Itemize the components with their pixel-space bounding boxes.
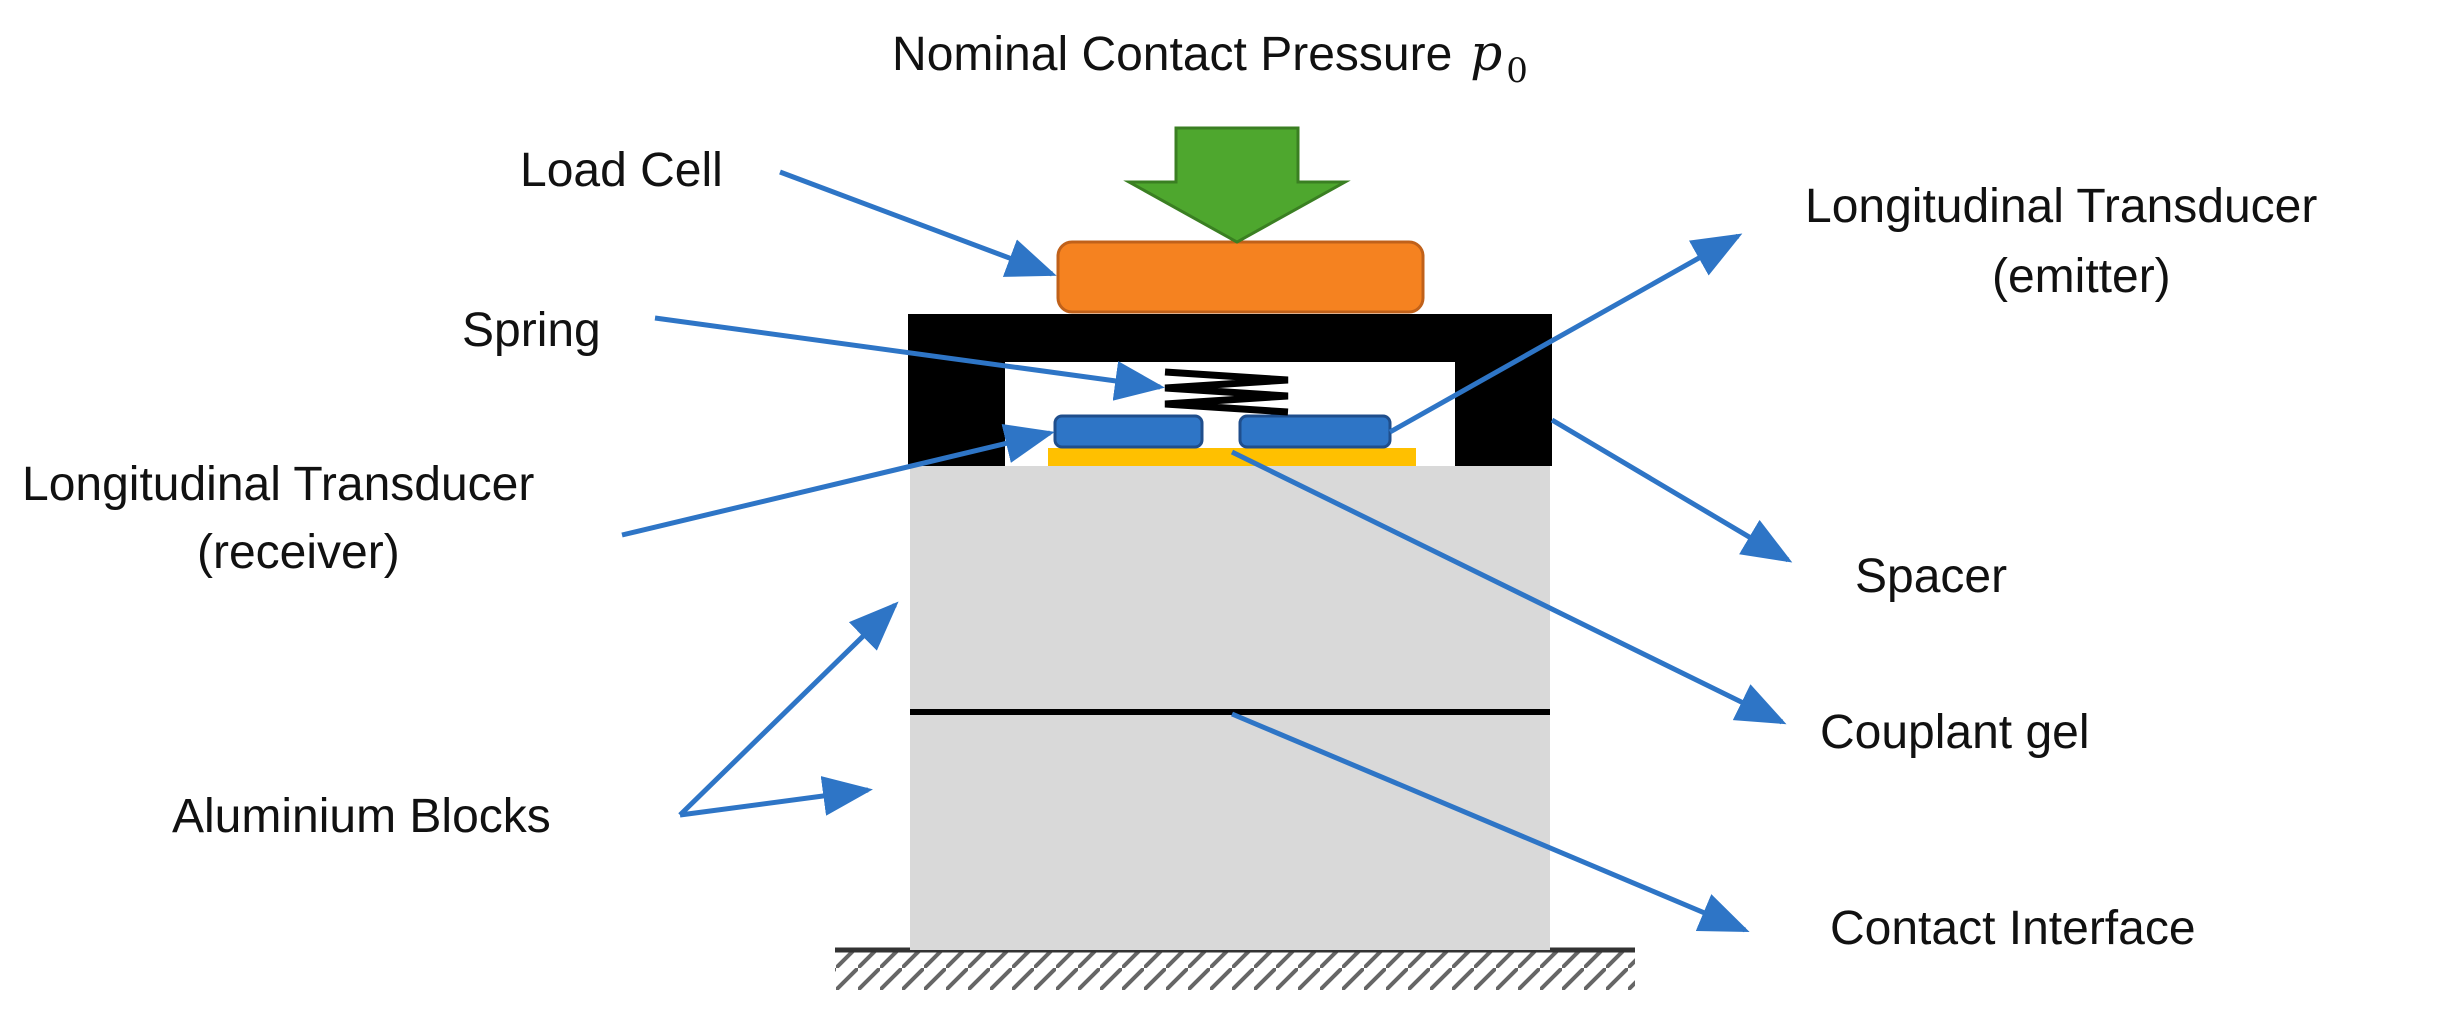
load-arrow	[1123, 126, 1351, 244]
leader-couplant-gel	[1230, 449, 1787, 725]
aluminium-block-lower	[910, 712, 1550, 950]
load-cell-label: Load Cell	[520, 144, 723, 197]
spring	[1164, 368, 1289, 416]
couplant-gel-label: Couplant gel	[1820, 706, 2090, 759]
title-label: Nominal Contact Pressure p 0	[892, 24, 1528, 91]
spacer-frame	[908, 314, 1552, 466]
spacer-label: Spacer	[1855, 550, 2007, 603]
transducer-receiver	[1053, 414, 1204, 449]
spring-label: Spring	[462, 304, 601, 357]
aluminium-blocks-label: Aluminium Blocks	[172, 790, 551, 843]
leader-aluminium-lower	[679, 776, 873, 818]
transducer-receiver-label-line1: Longitudinal Transducer	[22, 458, 534, 511]
aluminium-block-upper	[910, 466, 1550, 712]
leader-spring	[654, 315, 1165, 401]
transducer-emitter	[1238, 414, 1392, 449]
transducer-emitter-label-line2: (emitter)	[1992, 250, 2171, 303]
leader-aluminium-upper	[678, 601, 899, 817]
contact-interface-label: Contact Interface	[1830, 902, 2196, 955]
leader-contact-interface	[1231, 711, 1750, 933]
leader-load-cell	[779, 169, 1057, 277]
ground-hatching	[835, 950, 1635, 990]
leader-transducer-receiver	[621, 423, 1055, 538]
load-cell	[1056, 240, 1425, 314]
couplant-gel-layer	[1048, 448, 1416, 466]
transducer-emitter-label-line1: Longitudinal Transducer	[1805, 180, 2317, 233]
leader-transducer-emitter	[1388, 233, 1743, 435]
leader-spacer	[1550, 417, 1793, 563]
transducer-receiver-label-line2: (receiver)	[197, 526, 400, 579]
